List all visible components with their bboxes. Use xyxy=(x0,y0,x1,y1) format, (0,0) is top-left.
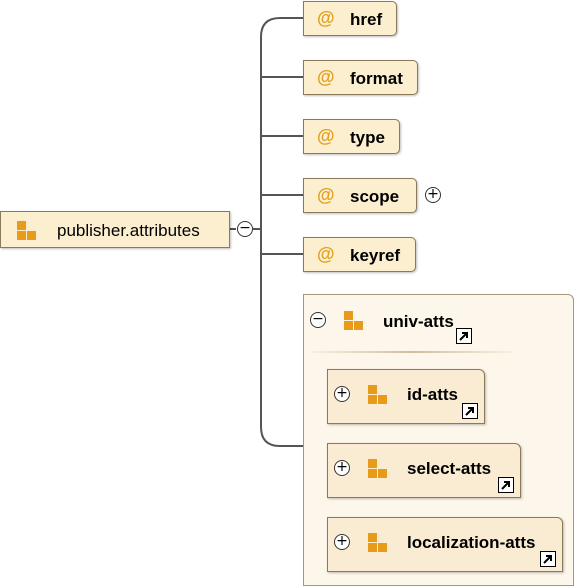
attribute-icon: @ xyxy=(317,67,335,87)
attribute-label: format xyxy=(350,69,403,88)
expand-toggle-id-atts[interactable]: + xyxy=(334,386,350,402)
expand-toggle-select-atts[interactable]: + xyxy=(334,460,350,476)
group-ref-label: id-atts xyxy=(407,385,458,404)
sequence-group-icon xyxy=(368,385,390,405)
group-ref-node-localization-atts[interactable]: + localization-atts xyxy=(327,517,563,572)
attribute-label: scope xyxy=(350,187,400,206)
root-label: publisher.attributes xyxy=(57,221,200,240)
collapse-toggle-root[interactable]: − xyxy=(237,221,253,237)
group-container-univ-atts[interactable]: − univ-atts + id-atts + select-atts + lo… xyxy=(303,294,574,586)
attribute-node-href[interactable]: @ href xyxy=(303,1,397,36)
attribute-label: keyref xyxy=(350,246,401,265)
attribute-label: href xyxy=(350,10,383,29)
group-ref-node-select-atts[interactable]: + select-atts xyxy=(327,443,521,498)
group-ref-label: localization-atts xyxy=(407,533,536,552)
group-ref-node-id-atts[interactable]: + id-atts xyxy=(327,369,485,424)
attribute-icon: @ xyxy=(317,185,335,205)
reference-link-icon[interactable] xyxy=(540,551,556,567)
reference-link-icon[interactable] xyxy=(456,328,472,344)
collapse-toggle-univ-atts[interactable]: − xyxy=(310,312,326,328)
group-separator xyxy=(312,351,512,353)
root-element-node[interactable]: publisher.attributes xyxy=(0,211,230,248)
attribute-node-type[interactable]: @ type xyxy=(303,119,400,154)
attribute-label: type xyxy=(350,128,385,147)
group-ref-label: select-atts xyxy=(407,459,492,478)
attribute-icon: @ xyxy=(317,8,335,28)
sequence-group-icon xyxy=(368,533,390,553)
expand-toggle-localization-atts[interactable]: + xyxy=(334,534,350,550)
sequence-group-icon xyxy=(17,221,39,241)
attribute-icon: @ xyxy=(317,244,335,264)
attribute-node-keyref[interactable]: @ keyref xyxy=(303,237,416,272)
group-label: univ-atts xyxy=(383,312,454,331)
reference-link-icon[interactable] xyxy=(498,477,514,493)
attribute-node-format[interactable]: @ format xyxy=(303,60,418,95)
attribute-node-scope[interactable]: @ scope xyxy=(303,178,417,213)
expand-toggle-scope[interactable]: + xyxy=(425,187,441,203)
sequence-group-icon xyxy=(344,311,366,331)
reference-link-icon[interactable] xyxy=(462,403,478,419)
attribute-icon: @ xyxy=(317,126,335,146)
sequence-group-icon xyxy=(368,459,390,479)
